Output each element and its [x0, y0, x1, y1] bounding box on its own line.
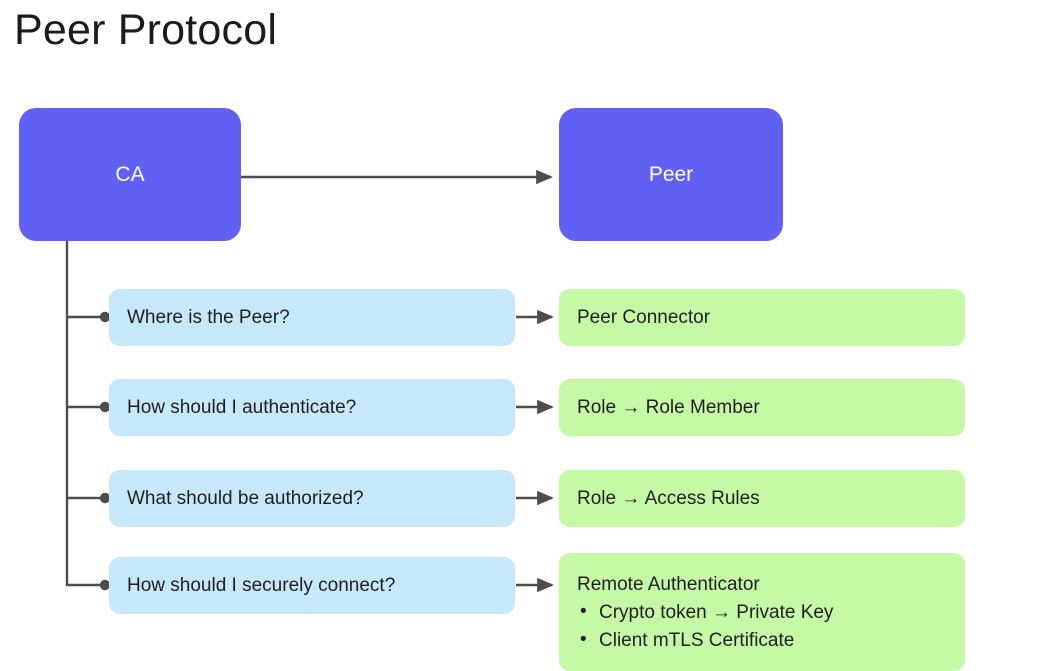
edge-branch-row-4 — [67, 579, 111, 591]
answer-bullet-item: • Crypto token → Private Key — [577, 601, 834, 623]
question-label-2: How should I authenticate? — [127, 396, 357, 418]
node-ca-label: CA — [115, 162, 145, 186]
question-box-1[interactable]: Where is the Peer? — [109, 289, 515, 346]
answer-box-4[interactable]: Remote Authenticator • Crypto token → Pr… — [559, 553, 965, 671]
node-peer-label: Peer — [648, 162, 694, 186]
edge-branch-row-3 — [67, 492, 111, 504]
answer-bullet-text: Crypto token → Private Key — [599, 602, 834, 623]
answer-box-2[interactable]: Role → Role Member — [559, 379, 965, 436]
answer-bullet-list-4: • Crypto token → Private Key • Client mT… — [577, 601, 834, 651]
edge-branch-row-2 — [67, 401, 111, 413]
node-peer[interactable]: Peer — [559, 108, 783, 241]
question-label-3: What should be authorized? — [127, 487, 364, 509]
answer-body-4: Remote Authenticator • Crypto token → Pr… — [577, 575, 833, 650]
question-box-2[interactable]: How should I authenticate? — [109, 379, 515, 436]
question-label-1: Where is the Peer? — [127, 306, 290, 328]
answer-label-4: Remote Authenticator — [577, 574, 760, 595]
answer-label-3: Role → Access Rules — [577, 487, 760, 509]
edge-branch-row-1 — [67, 311, 111, 323]
answer-label-1: Peer Connector — [577, 306, 711, 328]
bullet-icon: • — [580, 601, 587, 622]
answer-bullet-text: Client mTLS Certificate — [599, 630, 795, 651]
answer-box-3[interactable]: Role → Access Rules — [559, 470, 965, 527]
page-title: Peer Protocol — [14, 6, 278, 54]
bullet-icon: • — [580, 629, 587, 650]
question-box-3[interactable]: What should be authorized? — [109, 470, 515, 527]
answer-label-2: Role → Role Member — [577, 396, 760, 418]
node-ca[interactable]: CA — [19, 108, 241, 241]
answer-box-1[interactable]: Peer Connector — [559, 289, 965, 346]
question-box-4[interactable]: How should I securely connect? — [109, 557, 515, 614]
question-label-4: How should I securely connect? — [127, 574, 396, 596]
answer-bullet-item: • Client mTLS Certificate — [577, 629, 833, 651]
